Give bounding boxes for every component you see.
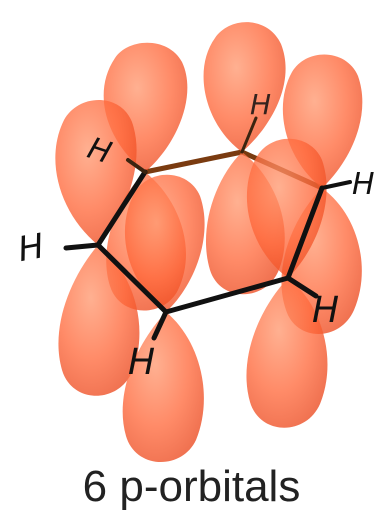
orbital-lobe	[246, 278, 328, 428]
orbital-lobe	[203, 22, 286, 152]
hydrogen-label: H	[128, 342, 155, 383]
orbital-lobe	[122, 312, 204, 463]
orbital-lobe	[55, 100, 137, 245]
orbital-bottom-right	[246, 138, 328, 428]
orbital-bottom-left	[122, 174, 205, 463]
benzene-p-orbital-diagram: H H H H H H	[15, 22, 375, 463]
hydrogen-label: H	[15, 226, 47, 270]
ch-bond	[285, 275, 319, 299]
atom-labels: H H H H H H	[15, 88, 375, 383]
bond-right-lower	[285, 185, 325, 281]
ch-bond	[320, 180, 352, 190]
hydrogen-label: H	[352, 167, 375, 202]
ch-bond	[240, 116, 258, 154]
orbital-lobe	[246, 138, 327, 278]
orbital-lobe	[124, 174, 205, 312]
ch-bond	[63, 242, 101, 251]
ch-bond	[126, 158, 147, 174]
orbital-lobe	[58, 245, 140, 396]
hydrogen-bonds	[63, 116, 352, 341]
figure-caption: 6 p-orbitals	[82, 462, 301, 511]
bond-back-top	[142, 149, 245, 175]
hydrogen-label: H	[312, 290, 339, 331]
front-bonds	[95, 169, 325, 315]
bond-left-lower	[95, 242, 169, 315]
hydrogen-label: H	[250, 88, 271, 121]
bond-bottom	[163, 275, 291, 315]
bond-left-upper	[95, 169, 148, 248]
ch-bond	[151, 309, 169, 341]
orbital-left	[55, 100, 140, 396]
